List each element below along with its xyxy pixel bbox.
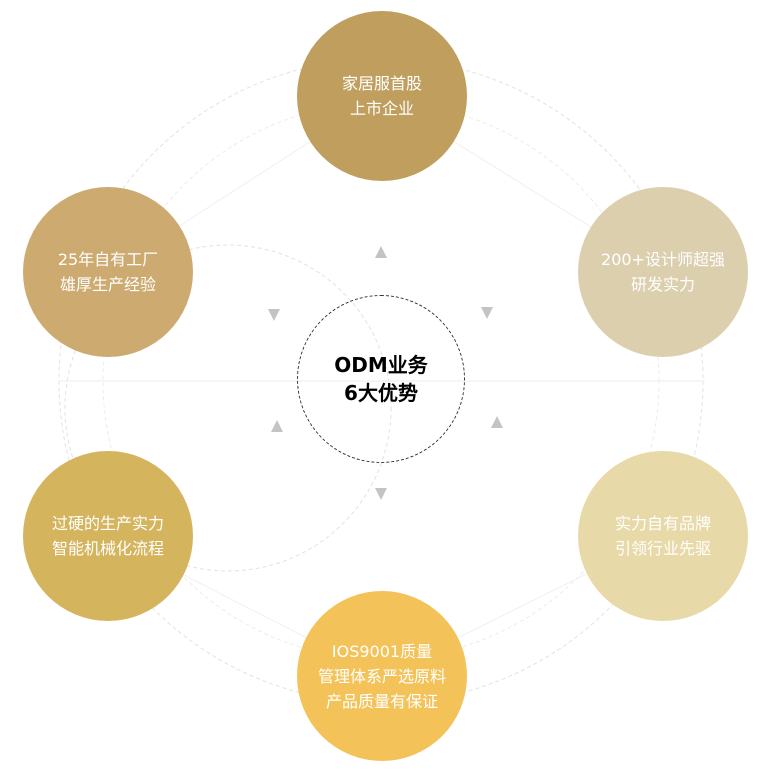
node-text: 家居服首股	[341, 74, 422, 93]
node-text: 上市企业	[349, 99, 414, 118]
node-text: 引领行业先驱	[614, 539, 711, 558]
center-title-line2: 6大优势	[344, 381, 418, 405]
node-text: 200+设计师超强	[601, 250, 725, 269]
advantage-node-top: 家居服首股 上市企业	[297, 11, 467, 181]
center-title-line1: ODM业务	[334, 353, 428, 377]
advantage-node-bottom-right: 实力自有品牌 引领行业先驱	[578, 451, 748, 621]
triangle-up-icon	[271, 420, 283, 432]
center-title: ODM业务 6大优势	[297, 295, 465, 463]
node-text: 25年自有工厂	[57, 250, 159, 269]
node-text: 智能机械化流程	[51, 539, 164, 558]
advantage-node-bottom-left: 过硬的生产实力 智能机械化流程	[23, 451, 193, 621]
node-text: IOS9001质量	[331, 641, 433, 661]
node-text: 管理体系严选原料	[317, 666, 446, 686]
advantage-node-bottom: IOS9001质量 管理体系严选原料 产品质量有保证	[297, 591, 467, 761]
advantage-node-top-left: 25年自有工厂 雄厚生产经验	[23, 187, 193, 357]
triangle-up-icon	[375, 246, 387, 258]
triangle-up-icon	[491, 416, 503, 428]
node-text: 研发实力	[630, 275, 695, 294]
node-text: 产品质量有保证	[325, 691, 438, 711]
triangle-down-icon	[268, 309, 280, 321]
node-text: 雄厚生产经验	[59, 275, 156, 294]
node-text: 过硬的生产实力	[51, 514, 164, 533]
triangle-down-icon	[375, 488, 387, 500]
triangle-down-icon	[481, 307, 493, 319]
node-text: 实力自有品牌	[614, 514, 711, 533]
advantage-node-top-right: 200+设计师超强 研发实力	[578, 187, 748, 357]
